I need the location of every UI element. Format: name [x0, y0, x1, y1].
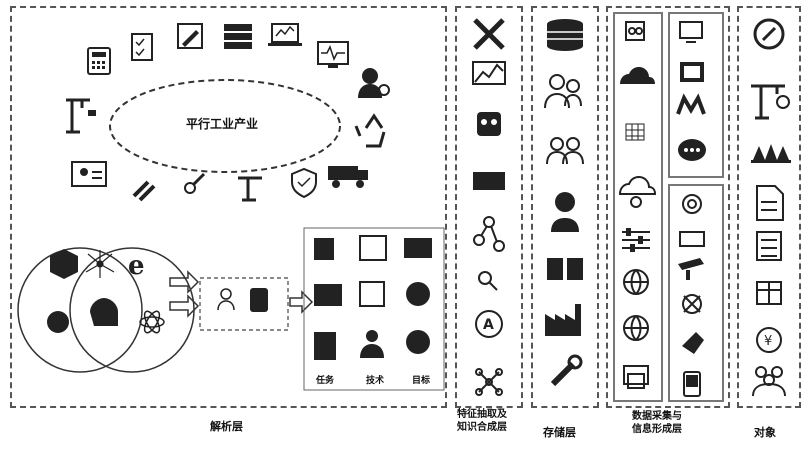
m-logo-icon — [676, 93, 706, 115]
recycle-icon — [354, 113, 386, 148]
network-icon — [85, 250, 115, 278]
camera-icon — [678, 258, 704, 280]
people-icon — [544, 74, 582, 109]
globe-icon — [623, 269, 649, 295]
book-stack-icon — [224, 24, 252, 49]
truck-icon — [328, 166, 368, 188]
analysis-layer-label: 解析层 — [210, 420, 243, 433]
cloud-gear-icon — [618, 175, 657, 208]
shield-icon — [291, 167, 317, 199]
storage-layer-label: 存储层 — [543, 426, 576, 439]
sensor-icon — [682, 194, 702, 214]
atom-icon — [139, 310, 165, 334]
tools-icon — [132, 180, 156, 202]
people-icon — [752, 366, 786, 397]
checklist-icon — [131, 33, 153, 61]
venn-circle-left — [17, 247, 143, 373]
factory-icon — [545, 304, 581, 336]
search-icon — [184, 172, 206, 194]
feature-layer-panel — [455, 6, 523, 408]
collection-icons — [618, 21, 706, 397]
svg-text:A: A — [483, 317, 494, 333]
cube-icon — [625, 21, 645, 41]
edit-icon — [177, 23, 203, 49]
printer-icon — [623, 365, 649, 389]
feature-icons: A — [472, 18, 506, 396]
box-icon — [756, 281, 782, 305]
cloud-icon — [620, 67, 655, 84]
worker-icon — [551, 192, 579, 232]
ellipse-label: 平行工业产业 — [186, 117, 259, 131]
screen-icon — [680, 62, 704, 82]
globe-icon-2 — [623, 315, 649, 341]
team-icon — [546, 137, 584, 165]
grid-icon — [625, 123, 645, 141]
person-node-icon — [217, 288, 235, 311]
drone-icon — [682, 294, 702, 314]
cube-icon — [50, 249, 78, 279]
nodes-icon — [475, 368, 503, 396]
money-icon: ¥ — [756, 327, 782, 353]
chat-icon — [678, 139, 706, 161]
engineer-icon — [358, 68, 390, 98]
crane-icon — [751, 84, 790, 120]
collection-right-top-group — [668, 12, 724, 178]
crane-icon — [66, 98, 96, 134]
phone-icon — [683, 371, 701, 397]
collection-layer-label: 数据采集与 信息形成层 — [632, 411, 682, 435]
object-layer-label: 对象 — [754, 426, 776, 439]
calculator-icon — [87, 47, 111, 75]
forest-icon — [751, 144, 791, 163]
hand-icon — [682, 332, 704, 354]
search-icon — [478, 271, 498, 291]
device-icon — [679, 231, 705, 247]
card-icon — [71, 161, 107, 187]
collection-right-bottom-group — [668, 184, 724, 402]
feature-layer-label: 特征抽取及 知识合成层 — [457, 409, 507, 433]
task-panel — [303, 227, 445, 391]
search-icon — [753, 18, 785, 50]
object-layer-panel — [737, 6, 801, 408]
document-icon — [756, 185, 784, 221]
task-group-technique: 技术 — [366, 376, 385, 386]
tablet-icon — [250, 288, 268, 312]
chart-icon — [472, 61, 506, 85]
collection-layer-panel — [606, 6, 730, 408]
analysis-diagram: e — [17, 23, 445, 391]
task-group-task: 任务 — [316, 376, 335, 386]
industry-ellipse — [109, 79, 341, 173]
laptop-chart-icon — [268, 23, 302, 46]
sliders-icon — [622, 228, 650, 252]
brain-head-icon — [90, 298, 118, 326]
book-icon — [547, 258, 583, 280]
wrench-icon — [550, 354, 583, 387]
collection-left-group — [613, 12, 663, 402]
svg-text:¥: ¥ — [764, 334, 772, 349]
flow-arrow-3 — [289, 290, 314, 314]
process-box — [199, 277, 289, 331]
keyboard-icon — [473, 172, 505, 190]
robot-icon — [477, 112, 501, 136]
ie-logo-icon: e — [128, 251, 145, 281]
flow-arrow-1 — [169, 270, 200, 294]
tools-icon — [473, 18, 505, 50]
storage-layer-panel — [531, 6, 599, 408]
building-crane-icon — [238, 176, 262, 202]
monitor-icon — [679, 21, 703, 43]
analysis-layer-panel — [10, 6, 447, 408]
a-circle-icon: A — [475, 310, 503, 338]
flow-arrow-2 — [169, 294, 200, 318]
monitor-pulse-icon — [317, 41, 349, 68]
object-icons: ¥ — [751, 18, 791, 397]
storage-icons — [544, 19, 584, 387]
list-icon — [756, 231, 782, 261]
network-icon — [473, 216, 505, 252]
globe-icon — [47, 311, 69, 333]
svg-text:e: e — [128, 251, 145, 281]
database-icon — [547, 19, 583, 51]
task-group-goal: 目标 — [412, 376, 431, 386]
